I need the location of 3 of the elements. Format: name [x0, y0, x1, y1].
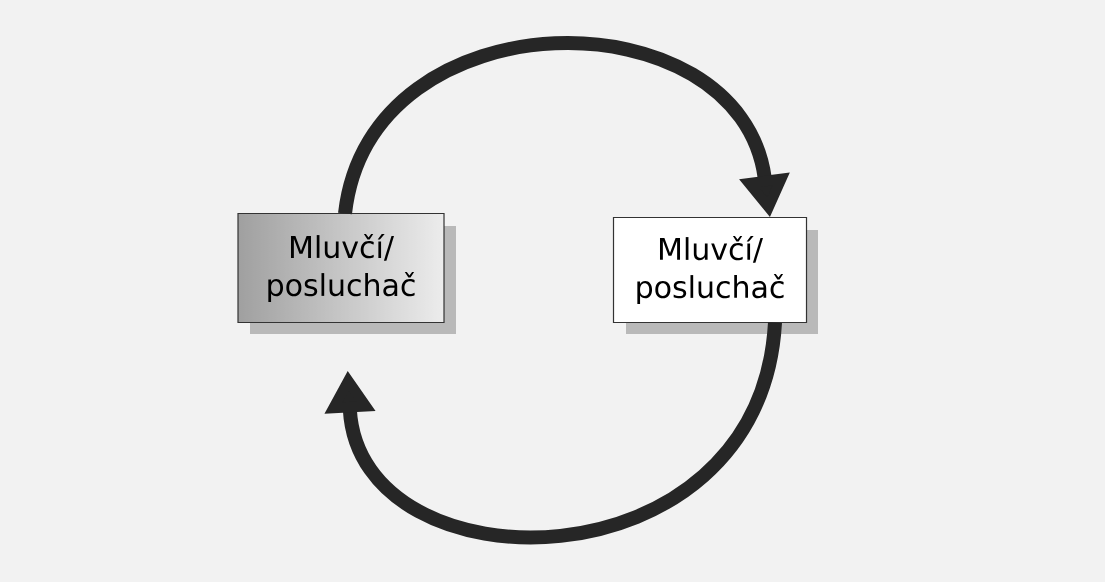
process-box: Mluvčí/ posluchač — [612, 216, 818, 334]
process-box: Mluvčí/ posluchač — [237, 212, 456, 334]
curved-arrow — [324, 321, 782, 544]
